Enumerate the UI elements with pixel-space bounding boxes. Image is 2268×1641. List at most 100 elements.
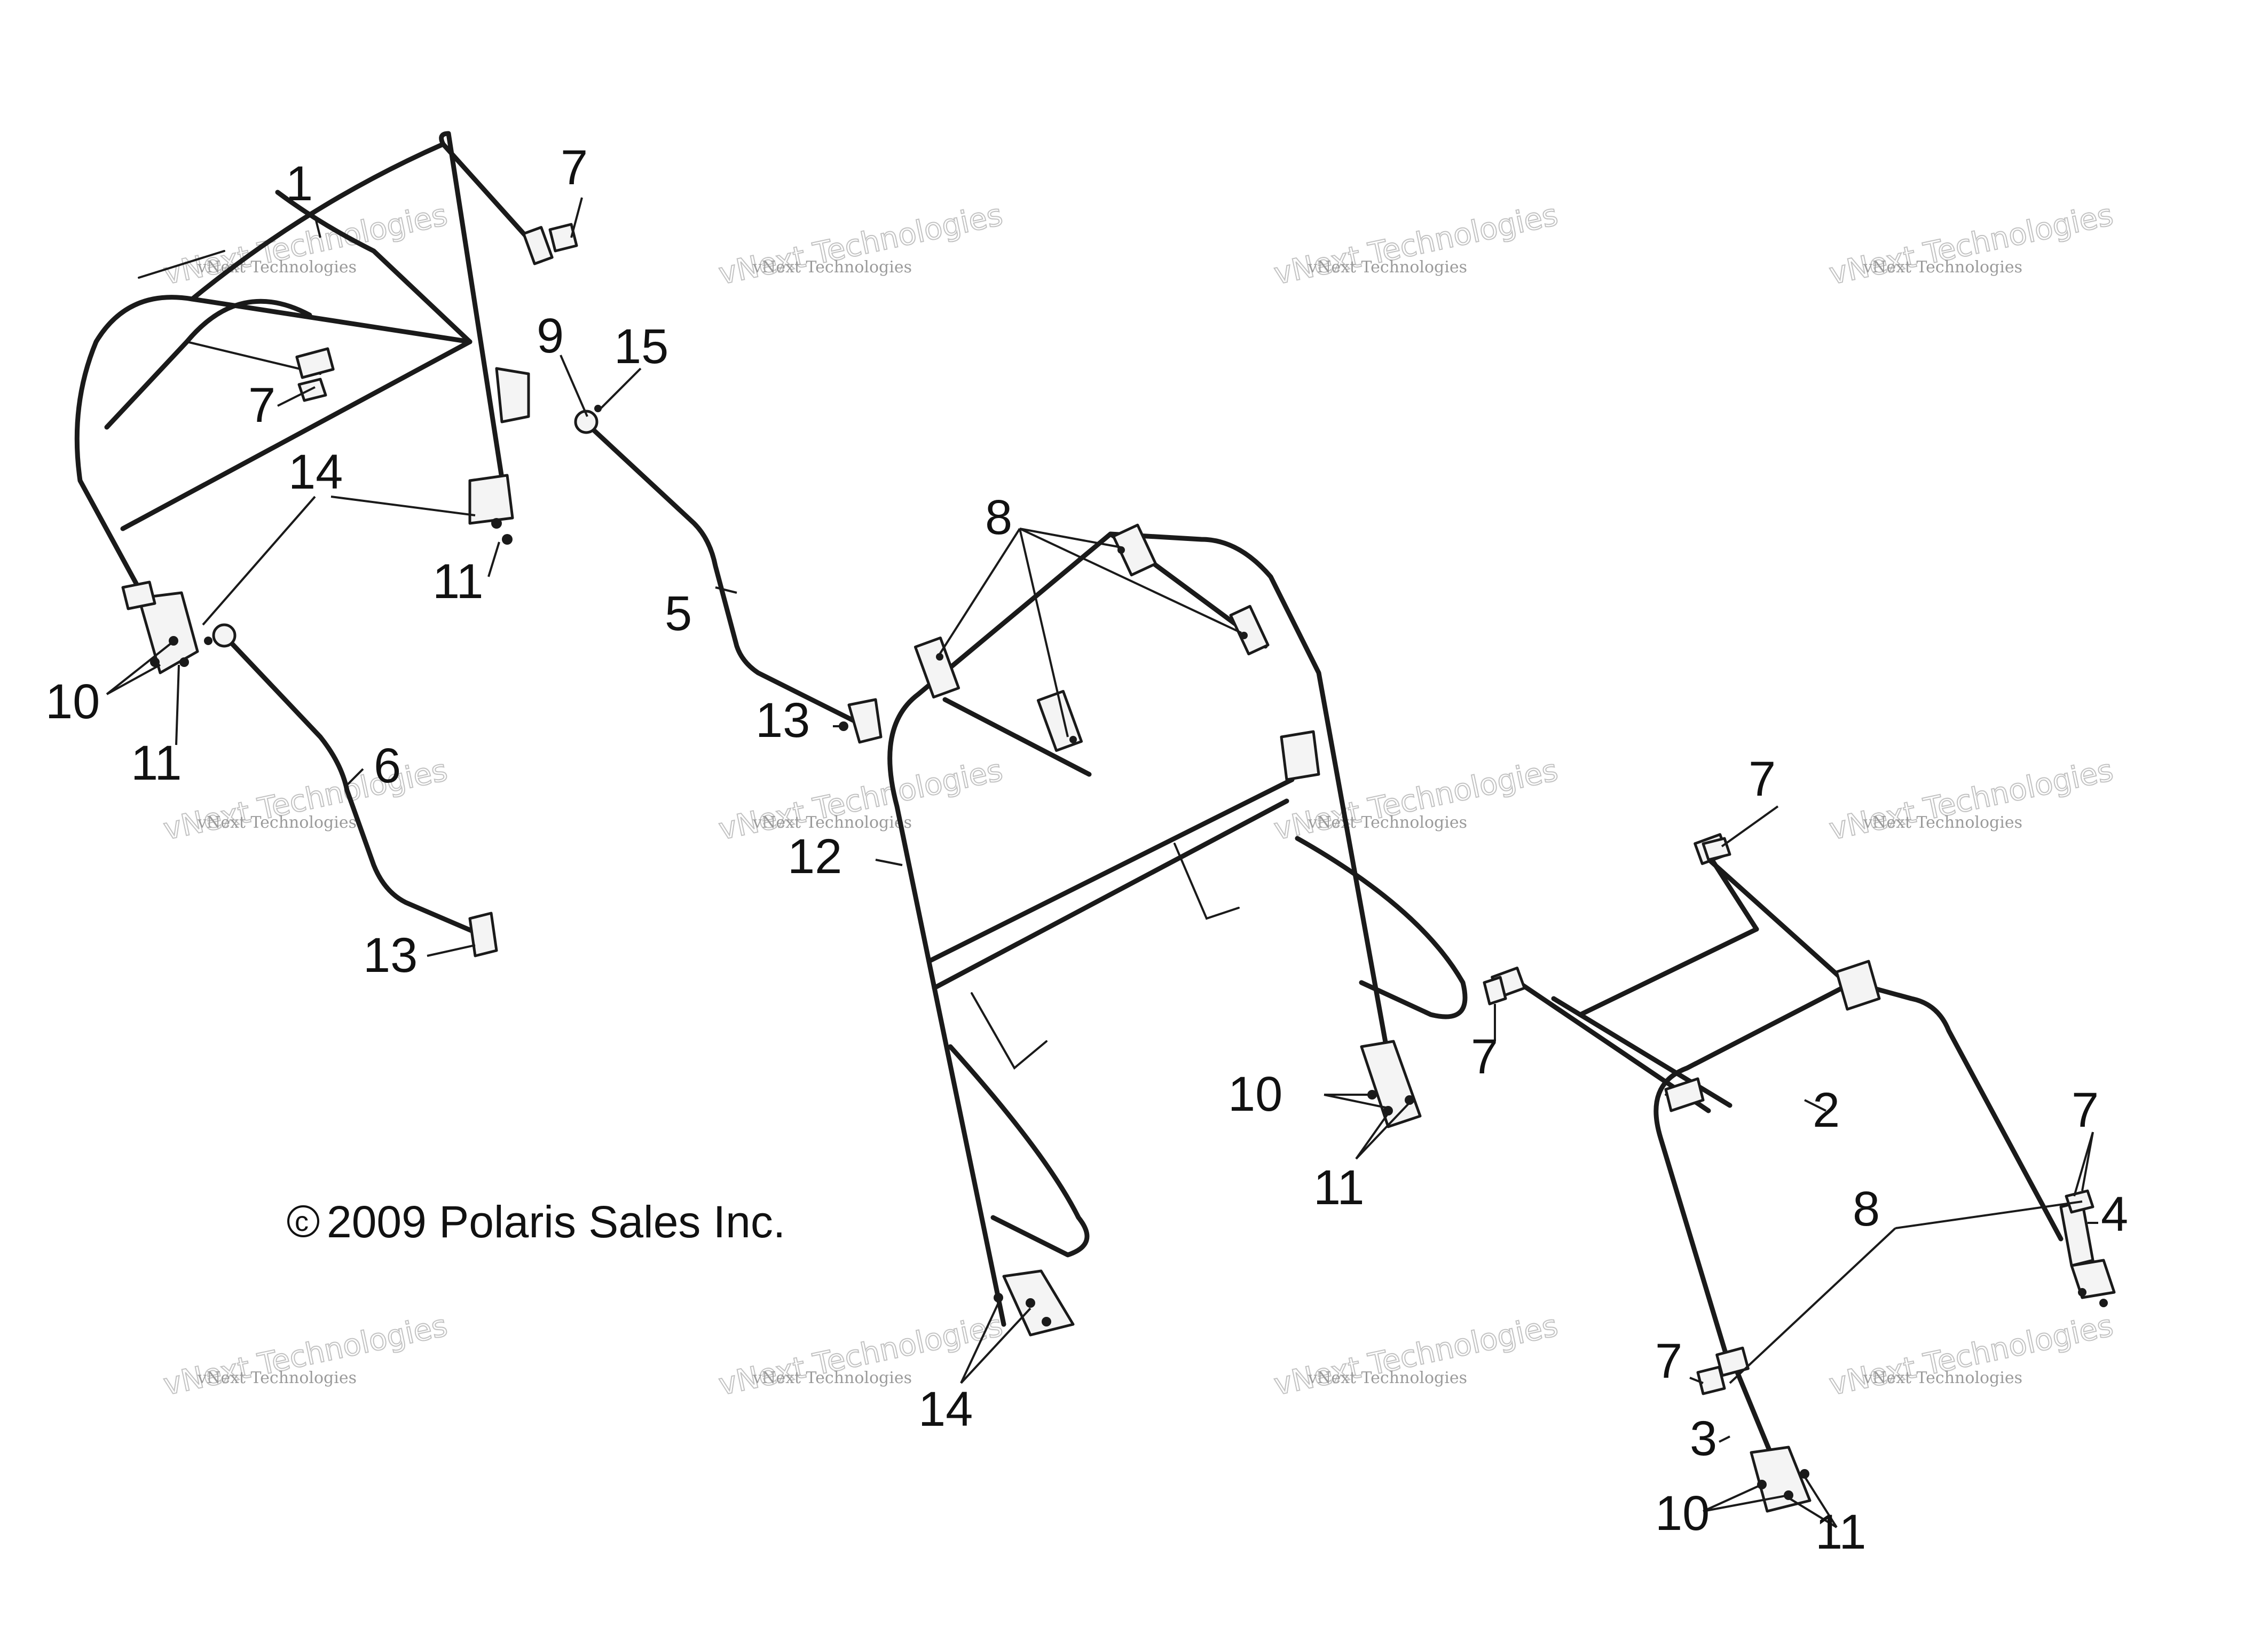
- callout-7: 7: [1471, 1030, 1498, 1084]
- cage-2-plate: [1835, 960, 1881, 1011]
- bolt: [204, 637, 212, 645]
- callout-12: 12: [788, 829, 842, 884]
- part-4-bracket: [2059, 1200, 2116, 1307]
- cage-1-bracket-upper: [121, 580, 156, 610]
- callout-3: 3: [1690, 1411, 1717, 1466]
- callout-1: 1: [286, 156, 313, 211]
- part-12-center-cage: [887, 523, 1468, 1337]
- bolt: [936, 653, 943, 661]
- watermark-outline-text: vNext Technologies: [1271, 1308, 1561, 1402]
- callout-15: 15: [614, 319, 668, 374]
- bolt: [1042, 1317, 1051, 1326]
- watermark-text: vNext Technologies: [1863, 813, 2022, 832]
- callout-7: 7: [561, 140, 588, 195]
- bolt: [1117, 546, 1125, 554]
- callout-9: 9: [537, 309, 564, 363]
- leg-3-foot: [1750, 1446, 1812, 1513]
- watermark-outline-text: vNext Technologies: [1826, 198, 2116, 292]
- watermark-outline-text: vNext Technologies: [161, 1308, 451, 1402]
- bolt: [491, 518, 502, 529]
- cage-12-roof-mount: [1036, 689, 1083, 752]
- leg-3-clamp: [1715, 1346, 1750, 1377]
- bolt: [2078, 1288, 2086, 1297]
- watermark-outline-text: vNext Technologies: [716, 753, 1006, 847]
- watermark-tile: vNext Technologies vNext Technologies: [1271, 1308, 1562, 1403]
- callout-10: 10: [1228, 1067, 1282, 1121]
- clip-7: [1702, 837, 1731, 861]
- callout-7: 7: [1749, 752, 1776, 806]
- callout-2: 2: [1813, 1083, 1840, 1137]
- brace-6-end-bottom: [468, 912, 498, 957]
- watermark-outline-text: vNext Technologies: [716, 198, 1006, 292]
- clip-7: [548, 223, 578, 253]
- callout-10: 10: [45, 674, 100, 729]
- cage-12-roof-mount: [914, 636, 960, 699]
- callout-7: 7: [1655, 1334, 1682, 1388]
- callout-11: 11: [131, 736, 182, 790]
- callout-13: 13: [755, 693, 810, 748]
- callout-13: 13: [363, 928, 418, 983]
- callout-14: 14: [288, 445, 343, 499]
- cage-12-plate: [1280, 730, 1320, 781]
- callout-7: 7: [248, 378, 275, 433]
- watermark-outline-text: vNext Technologies: [1826, 1308, 2116, 1402]
- bolt: [994, 1293, 1003, 1302]
- cage-12-roof-mount: [1112, 523, 1157, 577]
- copyright-symbol: c: [295, 1206, 309, 1237]
- bolt: [1069, 736, 1077, 743]
- copyright-circle-icon: [287, 1205, 319, 1237]
- callout-8: 8: [985, 490, 1012, 545]
- callout-10: 10: [1655, 1486, 1710, 1541]
- bolt: [169, 636, 178, 646]
- bolt: [594, 405, 602, 412]
- callout-8: 8: [1853, 1182, 1880, 1236]
- watermark-tile: vNext Technologies vNext Technologies: [715, 197, 1006, 292]
- part-1-front-cage: [74, 131, 554, 674]
- watermark-tile: vNext Technologies vNext Technologies: [160, 1308, 451, 1403]
- watermark-text: vNext Technologies: [1863, 258, 2022, 277]
- callout-4: 4: [2101, 1187, 2128, 1242]
- watermark-text: vNext Technologies: [197, 813, 357, 832]
- watermark-text: vNext Technologies: [752, 1369, 912, 1387]
- bolt: [179, 657, 189, 667]
- watermark-text: vNext Technologies: [1308, 1369, 1467, 1387]
- part-5-brace: [574, 405, 883, 744]
- watermark-outline-text: vNext Technologies: [1271, 198, 1561, 292]
- cage-1-foot-right: [468, 474, 514, 525]
- bolt: [2099, 1299, 2108, 1307]
- bolt: [502, 534, 513, 545]
- part-3-leg: [1715, 1346, 1812, 1513]
- bolt: [150, 657, 160, 667]
- watermark-text: vNext Technologies: [752, 258, 912, 277]
- callout-11: 11: [432, 554, 484, 609]
- clip-7: [297, 378, 327, 402]
- part-2-rear-cage: [1491, 833, 2064, 1370]
- leader-lines: [106, 197, 2098, 1528]
- callout-6: 6: [374, 739, 401, 793]
- brace-5-end-bottom: [847, 698, 883, 744]
- callout-7: 7: [2072, 1083, 2099, 1137]
- watermark-outline-text: vNext Technologies: [161, 753, 451, 847]
- watermark-tile: vNext Technologies vNext Technologies: [1826, 752, 2117, 847]
- copyright-text: 2009 Polaris Sales Inc.: [327, 1197, 785, 1247]
- cage-2-plate-mid: [1664, 1077, 1705, 1112]
- callout-11: 11: [1313, 1160, 1365, 1215]
- watermark-text: vNext Technologies: [1863, 1369, 2022, 1387]
- watermark-outline-text: vNext Technologies: [1826, 753, 2116, 847]
- cage-12-roof-mount: [1229, 604, 1270, 656]
- watermark-tile: vNext Technologies vNext Technologies: [1271, 197, 1562, 292]
- callout-14: 14: [918, 1382, 973, 1436]
- cage-1-plate: [495, 367, 530, 423]
- callout-11: 11: [1815, 1505, 1867, 1559]
- watermark-text: vNext Technologies: [752, 813, 912, 832]
- watermark-tile: vNext Technologies vNext Technologies: [1826, 1308, 2117, 1403]
- callout-5: 5: [665, 586, 692, 641]
- watermark-text: vNext Technologies: [1308, 258, 1467, 277]
- clip-7: [1483, 976, 1507, 1006]
- cage-12-foot-left: [1002, 1269, 1075, 1337]
- watermark-text: vNext Technologies: [1308, 813, 1467, 832]
- cage-1-foot-left: [137, 591, 199, 674]
- part-6-brace: [204, 623, 498, 957]
- callout-labels: 1 7 7 9 15 14 11 10 11 5 13 6 13 12 8 14…: [45, 140, 2128, 1559]
